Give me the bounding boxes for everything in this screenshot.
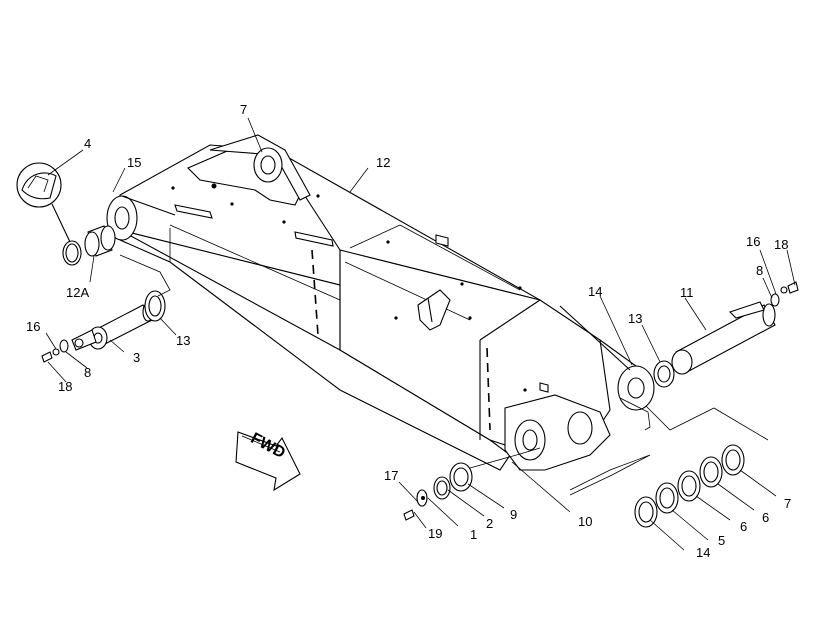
callout-5: 5 — [718, 533, 725, 548]
callout-14-top: 14 — [588, 284, 602, 299]
callout-9: 9 — [510, 507, 517, 522]
callout-12a: 12A — [66, 285, 89, 300]
callouts: 7 4 15 12 12A 16 8 18 3 13 14 13 11 16 1… — [26, 102, 791, 560]
bolt-16-right — [780, 286, 788, 294]
callout-15: 15 — [127, 155, 141, 170]
washer-13-right — [653, 360, 675, 388]
callout-3: 3 — [133, 350, 140, 365]
callout-6-b: 6 — [762, 510, 769, 525]
boom-rear-boss — [106, 195, 176, 241]
callout-7-bottom: 7 — [784, 496, 791, 511]
callout-14-bottom: 14 — [696, 545, 710, 560]
callout-7-top: 7 — [240, 102, 247, 117]
nut-18-right — [787, 281, 799, 294]
callout-1: 1 — [470, 527, 477, 542]
pin-11 — [671, 301, 776, 375]
callout-2: 2 — [486, 516, 493, 531]
callout-13-left: 13 — [176, 333, 190, 348]
pin-3 — [71, 302, 154, 351]
callout-13-right: 13 — [628, 311, 642, 326]
nut-18-left — [41, 351, 53, 363]
bushing-12a — [62, 225, 116, 266]
boom-top-link-bracket — [187, 134, 311, 206]
callout-6-a: 6 — [740, 519, 747, 534]
fwd-direction-arrow: FWD — [235, 430, 301, 492]
callout-16-left: 16 — [26, 319, 40, 334]
washer-8-left — [59, 339, 69, 353]
callout-12: 12 — [376, 155, 390, 170]
washer-13-left — [144, 290, 166, 322]
callout-18-left: 18 — [58, 379, 72, 394]
callout-10: 10 — [578, 514, 592, 529]
boom-front-nose — [504, 305, 655, 471]
bolt-16-left — [52, 348, 60, 356]
washer-8-right — [770, 293, 780, 307]
callout-8-right: 8 — [756, 263, 763, 278]
callout-19: 19 — [428, 526, 442, 541]
callout-17: 17 — [384, 468, 398, 483]
callout-16-right: 16 — [746, 234, 760, 249]
front-pin-hardware — [403, 462, 473, 521]
callout-4: 4 — [84, 136, 91, 151]
detail-view-4 — [16, 162, 71, 243]
shim-stack — [634, 444, 745, 528]
callout-8-left: 8 — [84, 365, 91, 380]
callout-11: 11 — [680, 285, 694, 300]
leader-lines — [45, 117, 796, 551]
boom-body — [119, 144, 611, 471]
callout-18-right: 18 — [774, 237, 788, 252]
